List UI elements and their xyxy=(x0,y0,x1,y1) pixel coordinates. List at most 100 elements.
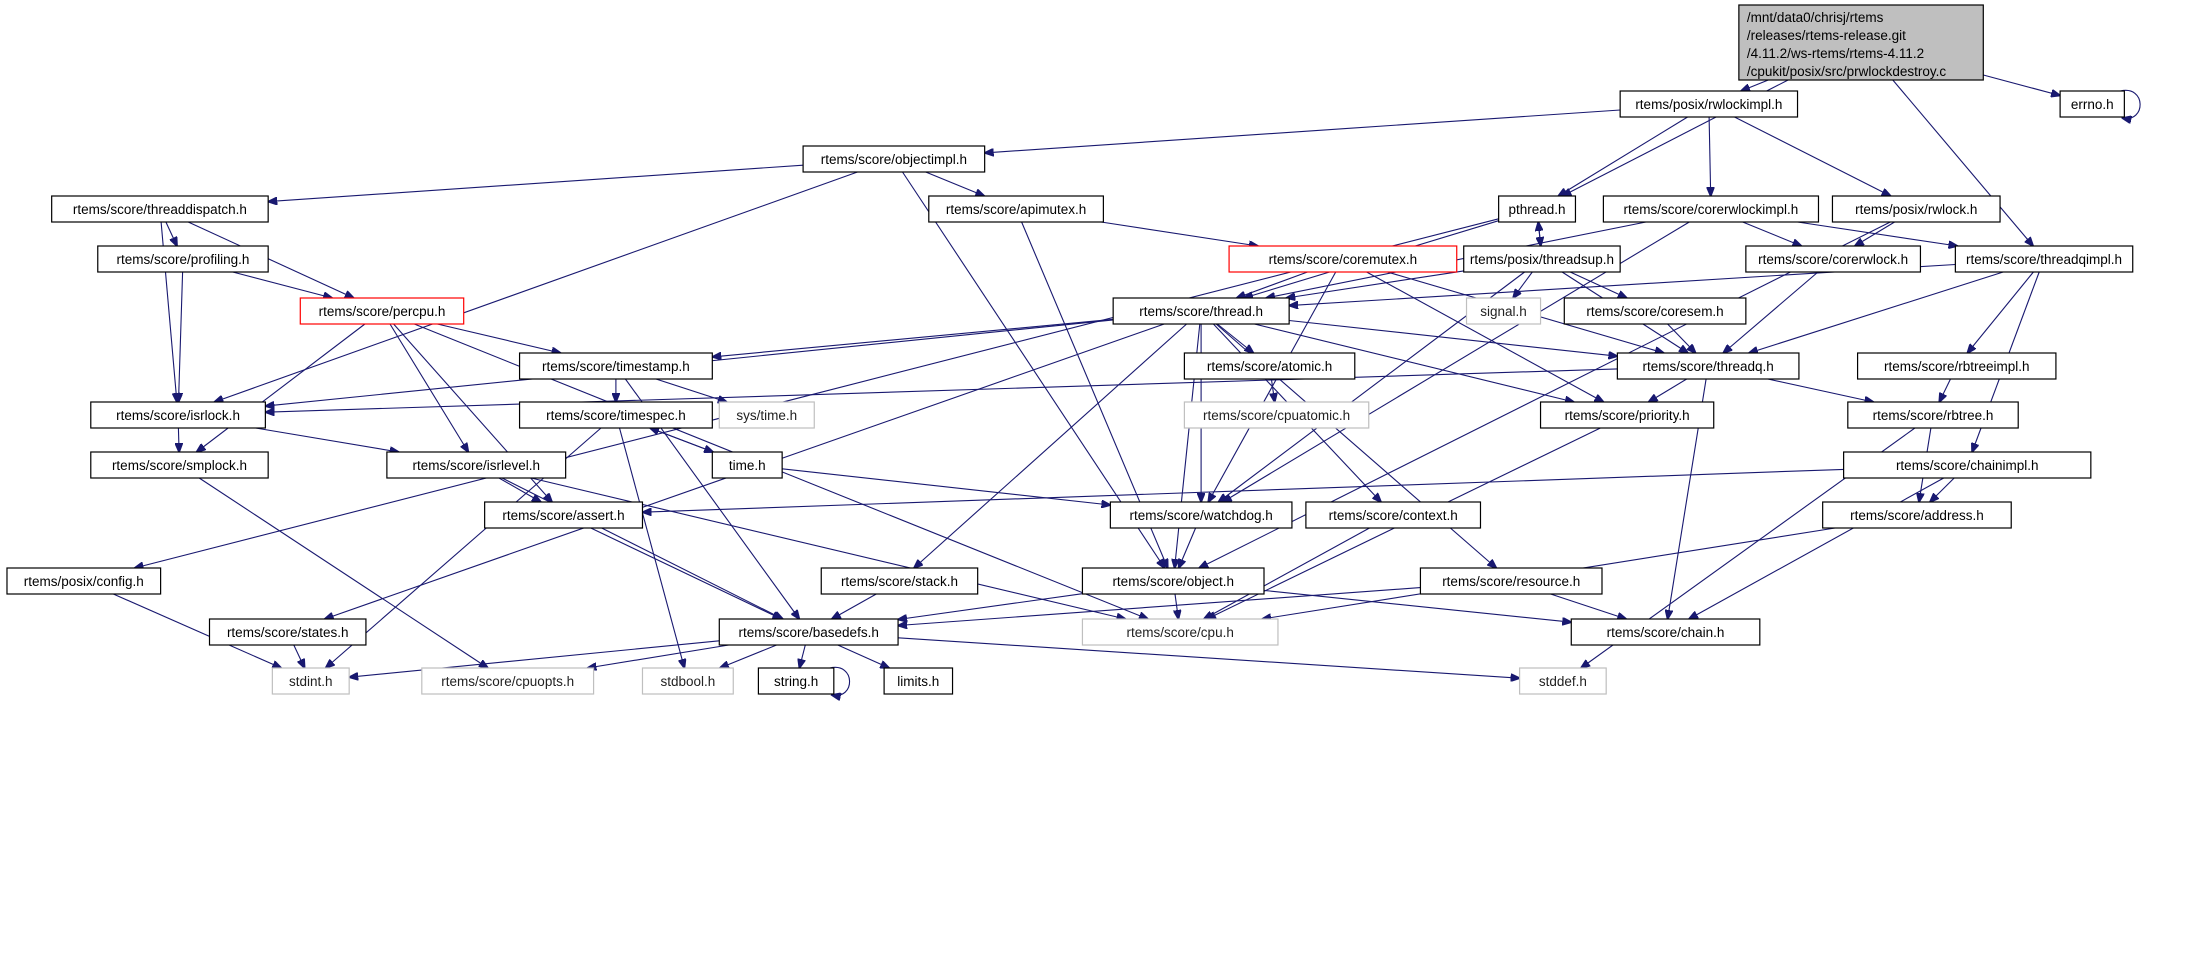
node-time[interactable]: time.h xyxy=(711,451,783,479)
edge-percpu-to-isrlevel xyxy=(389,323,468,452)
edge-threadsup-to-pthread xyxy=(1538,222,1540,247)
node-rbtree[interactable]: rtems/score/rbtree.h xyxy=(1847,401,2019,429)
node-label: rtems/score/cpu.h xyxy=(1127,625,1234,640)
node-corerwlock[interactable]: rtems/score/corerwlock.h xyxy=(1745,245,1922,273)
node-assert[interactable]: rtems/score/assert.h xyxy=(484,501,644,529)
node-label: rtems/score/threadq.h xyxy=(1642,359,1773,374)
node-pthread[interactable]: pthread.h xyxy=(1498,195,1577,223)
root-label-line: /cpukit/posix/src/prwlockdestroy.c xyxy=(1747,64,1947,79)
node-posixrwlock[interactable]: rtems/posix/rwlock.h xyxy=(1831,195,2001,223)
edge-root-to-errno xyxy=(1983,74,2060,96)
node-box xyxy=(1183,401,1370,429)
node-box xyxy=(271,667,350,695)
edge-basedefs-to-limits xyxy=(837,644,889,668)
edge-thread-to-priority xyxy=(1254,323,1574,402)
node-smplock[interactable]: rtems/score/smplock.h xyxy=(90,451,269,479)
node-corerwlockimpl[interactable]: rtems/score/corerwlockimpl.h xyxy=(1602,195,1820,223)
node-box xyxy=(386,451,567,479)
node-label: rtems/score/cpuopts.h xyxy=(441,674,574,689)
node-label: rtems/score/address.h xyxy=(1850,508,1984,523)
node-objectimpl[interactable]: rtems/score/objectimpl.h xyxy=(802,145,986,173)
node-errno[interactable]: errno.h xyxy=(2059,90,2125,118)
node-cpuopts[interactable]: rtems/score/cpuopts.h xyxy=(421,667,595,695)
node-threadq[interactable]: rtems/score/threadq.h xyxy=(1616,352,1800,380)
node-watchdog[interactable]: rtems/score/watchdog.h xyxy=(1109,501,1293,529)
node-stdbool[interactable]: stdbool.h xyxy=(641,667,734,695)
node-box xyxy=(1109,501,1293,529)
node-atomic[interactable]: rtems/score/atomic.h xyxy=(1183,352,1356,380)
node-stddef[interactable]: stddef.h xyxy=(1518,667,1607,695)
node-stack[interactable]: rtems/score/stack.h xyxy=(820,567,979,595)
edge-threaddispatch-to-profiling xyxy=(165,221,177,246)
edge-threadq-to-rbtree xyxy=(1767,378,1874,402)
edge-threadq-to-isrlock xyxy=(265,368,1618,412)
node-threaddispatch[interactable]: rtems/score/threaddispatch.h xyxy=(51,195,269,223)
node-label: rtems/score/threadqimpl.h xyxy=(1966,252,2122,267)
edge-isrlevel-to-assert xyxy=(498,477,541,502)
node-label: rtems/score/corerwlockimpl.h xyxy=(1624,202,1799,217)
node-profiling[interactable]: rtems/score/profiling.h xyxy=(97,245,269,273)
node-timespec[interactable]: rtems/score/timespec.h xyxy=(518,401,713,429)
node-priority[interactable]: rtems/score/priority.h xyxy=(1539,401,1715,429)
node-percpu[interactable]: rtems/score/percpu.h xyxy=(299,297,465,325)
node-label: stddef.h xyxy=(1539,674,1587,689)
node-limits[interactable]: limits.h xyxy=(883,667,954,695)
node-threadqimpl[interactable]: rtems/score/threadqimpl.h xyxy=(1954,245,2134,273)
node-address[interactable]: rtems/score/address.h xyxy=(1822,501,2012,529)
nodes-layer: /mnt/data0/chrisj/rtems/releases/rtems-r… xyxy=(6,4,2134,695)
node-box xyxy=(1539,401,1715,429)
node-context[interactable]: rtems/score/context.h xyxy=(1305,501,1482,529)
edge-corerwlockimpl-to-corerwlock xyxy=(1742,221,1802,246)
node-box xyxy=(1183,352,1356,380)
edge-watchdog-to-object xyxy=(1179,527,1197,568)
root-label-line: /mnt/data0/chrisj/rtems xyxy=(1747,10,1884,25)
edge-object-to-cpu xyxy=(1175,593,1178,619)
edge-smplock-to-cpuopts xyxy=(198,477,488,668)
node-label: string.h xyxy=(774,674,818,689)
node-box xyxy=(718,401,815,429)
node-chain[interactable]: rtems/score/chain.h xyxy=(1570,618,1761,646)
node-string[interactable]: string.h xyxy=(757,667,835,695)
node-label: rtems/score/cpuatomic.h xyxy=(1203,408,1350,423)
edge-rwlockimpl-to-corerwlockimpl xyxy=(1709,116,1711,196)
node-systime[interactable]: sys/time.h xyxy=(718,401,815,429)
node-box xyxy=(1465,297,1542,325)
node-label: rtems/posix/config.h xyxy=(24,574,144,589)
node-basedefs[interactable]: rtems/score/basedefs.h xyxy=(718,618,899,646)
node-isrlock[interactable]: rtems/score/isrlock.h xyxy=(90,401,266,429)
edge-threadqimpl-to-rbtreeimpl xyxy=(1967,271,2034,353)
edge-basedefs-to-stdint xyxy=(349,640,720,677)
node-apimutex[interactable]: rtems/score/apimutex.h xyxy=(928,195,1104,223)
node-label: rtems/posix/rwlock.h xyxy=(1855,202,1977,217)
node-label: rtems/score/resource.h xyxy=(1442,574,1580,589)
edge-basedefs-to-cpuopts xyxy=(588,644,729,668)
node-coresem[interactable]: rtems/score/coresem.h xyxy=(1563,297,1747,325)
node-coremutex[interactable]: rtems/score/coremutex.h xyxy=(1228,245,1458,273)
node-label: rtems/score/threaddispatch.h xyxy=(73,202,247,217)
node-signal[interactable]: signal.h xyxy=(1465,297,1542,325)
node-cpu[interactable]: rtems/score/cpu.h xyxy=(1081,618,1279,646)
node-cpuatomic[interactable]: rtems/score/cpuatomic.h xyxy=(1183,401,1370,429)
node-states[interactable]: rtems/score/states.h xyxy=(208,618,367,646)
node-object[interactable]: rtems/score/object.h xyxy=(1081,567,1265,595)
node-isrlevel[interactable]: rtems/score/isrlevel.h xyxy=(386,451,567,479)
node-config[interactable]: rtems/posix/config.h xyxy=(6,567,162,595)
edge-root-to-rwlockimpl xyxy=(1741,79,1769,91)
node-resource[interactable]: rtems/score/resource.h xyxy=(1419,567,1603,595)
node-stdint[interactable]: stdint.h xyxy=(271,667,350,695)
edge-isrlevel-to-cpu xyxy=(530,477,1125,619)
node-thread[interactable]: rtems/score/thread.h xyxy=(1112,297,1290,325)
edge-threadqimpl-to-threadq xyxy=(1749,271,2004,353)
node-box xyxy=(518,352,713,380)
node-rwlockimpl[interactable]: rtems/posix/rwlockimpl.h xyxy=(1619,90,1799,118)
node-chainimpl[interactable]: rtems/score/chainimpl.h xyxy=(1843,451,2092,479)
edge-thread-to-timestamp xyxy=(712,318,1114,357)
edge-threadsup-to-coresem xyxy=(1569,271,1627,298)
node-timestamp[interactable]: rtems/score/timestamp.h xyxy=(518,352,713,380)
node-box xyxy=(718,618,899,646)
edge-threadsup-to-signal xyxy=(1513,271,1533,298)
node-root[interactable]: /mnt/data0/chrisj/rtems/releases/rtems-r… xyxy=(1738,4,1984,81)
node-threadsup[interactable]: rtems/posix/threadsup.h xyxy=(1463,245,1621,273)
node-rbtreeimpl[interactable]: rtems/score/rbtreeimpl.h xyxy=(1856,352,2057,380)
